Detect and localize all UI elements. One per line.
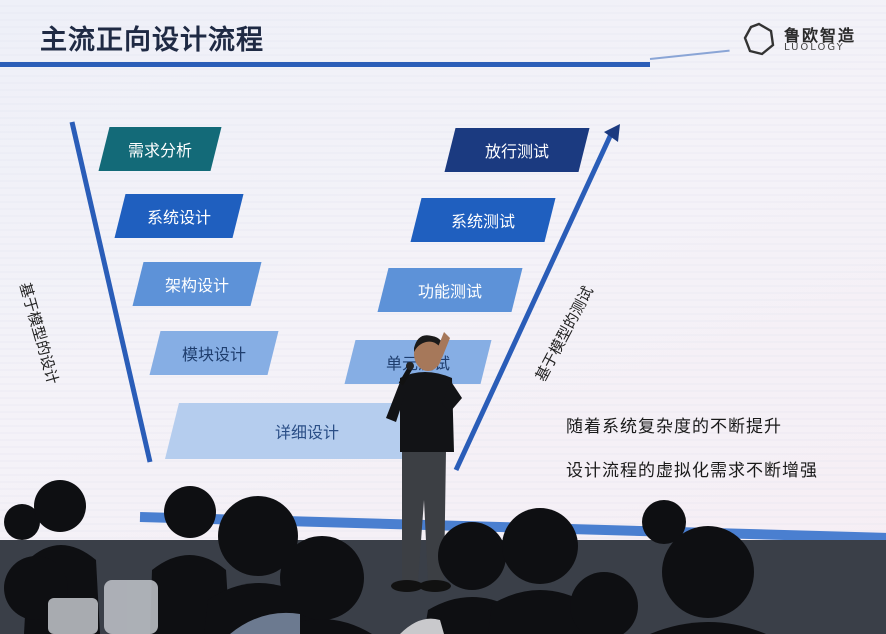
chair-backs <box>48 580 158 634</box>
audience-shirts <box>230 612 444 634</box>
speaker-legs <box>391 450 451 592</box>
title-underline <box>0 62 650 67</box>
right-arrow-line <box>453 130 615 472</box>
slide-note-1: 随着系统复杂度的不断提升 <box>566 417 782 437</box>
company-logo: 鲁欧智造 LUOLOGY <box>742 22 882 58</box>
v-model-arrows <box>69 121 620 472</box>
slide-title: 主流正向设计流程 <box>40 25 264 56</box>
left-arrow-line <box>69 121 153 463</box>
logo-text-cn: 鲁欧智造 <box>784 26 857 45</box>
slide-note-2: 设计流程的虚拟化需求不断增强 <box>566 461 818 481</box>
microphone-icon <box>398 362 414 386</box>
speaker-torso <box>386 372 462 452</box>
logo-mark-icon <box>743 22 775 56</box>
right-arrow-head <box>604 124 620 142</box>
speaker-head <box>414 332 450 371</box>
logo-text-en: LUOLOGY <box>784 42 845 53</box>
